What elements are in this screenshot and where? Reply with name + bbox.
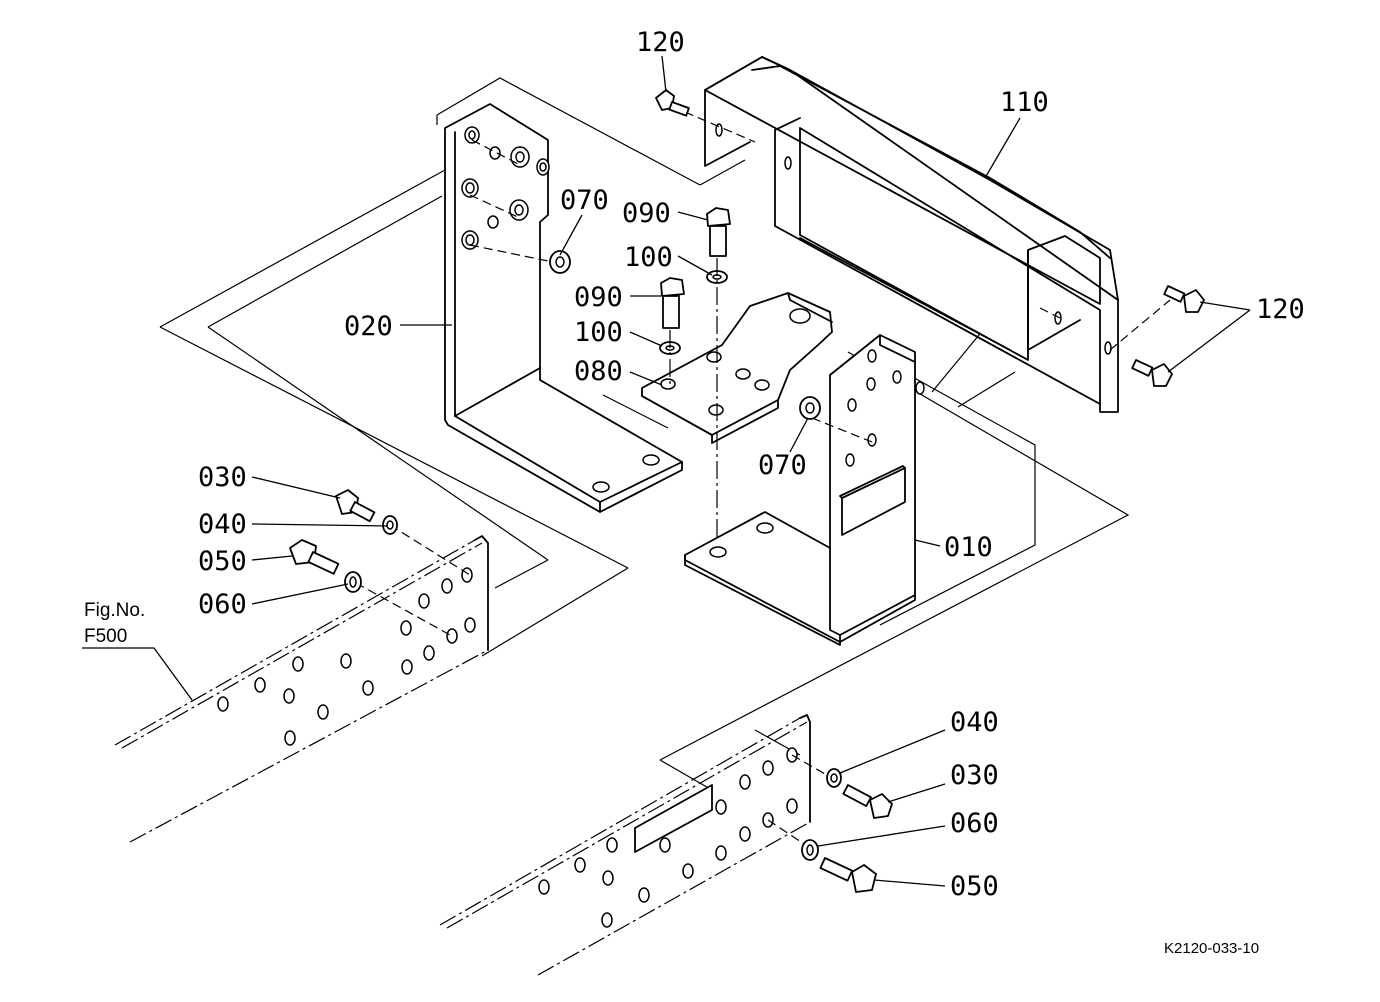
label-070-upper: 070 — [560, 185, 609, 216]
label-060-left: 060 — [198, 589, 247, 620]
washer-040-left — [382, 515, 398, 535]
bracket-110 — [684, 56, 1171, 413]
part-labels: 120 110 120 070 090 100 090 100 080 020 … — [198, 27, 1305, 902]
label-040-right: 040 — [950, 707, 999, 738]
label-050-left: 050 — [198, 546, 247, 577]
washer-060-right — [801, 839, 819, 861]
frame-rail-left — [114, 524, 489, 843]
frame-rail-right — [439, 714, 833, 976]
label-120-right: 120 — [1256, 294, 1305, 325]
drawing-code: K2120-033-10 — [1164, 940, 1259, 957]
washer-040-right — [826, 768, 842, 788]
label-050-right: 050 — [950, 871, 999, 902]
label-040-left: 040 — [198, 509, 247, 540]
label-030-left: 030 — [198, 462, 247, 493]
bolt-090-upper — [706, 207, 731, 257]
screw-120-right-upper — [1163, 285, 1205, 313]
label-100-lower: 100 — [574, 317, 623, 348]
bracket-020 — [444, 103, 683, 513]
label-090-upper: 090 — [622, 198, 671, 229]
fig-ref-line2: F500 — [84, 626, 127, 647]
label-090-lower: 090 — [574, 282, 623, 313]
washer-060-left — [344, 571, 362, 593]
label-020: 020 — [344, 311, 393, 342]
leader-lines — [82, 55, 1251, 887]
label-070-lower: 070 — [758, 450, 807, 481]
plate-080 — [641, 292, 833, 444]
bolt-030-left — [335, 489, 376, 523]
label-010: 010 — [944, 532, 993, 563]
label-100-upper: 100 — [624, 242, 673, 273]
label-030-right: 030 — [950, 760, 999, 791]
bolt-030-right — [842, 784, 893, 819]
label-080: 080 — [574, 356, 623, 387]
bolt-090-lower — [660, 277, 685, 329]
bracket-010 — [684, 334, 925, 646]
fig-ref-line1: Fig.No. — [84, 600, 145, 621]
label-060-right: 060 — [950, 808, 999, 839]
assembly-frame-lines — [159, 77, 1130, 791]
bolt-050-right — [819, 857, 877, 893]
nut-070-upper — [549, 250, 571, 274]
label-110: 110 — [1000, 87, 1049, 118]
screw-120-right-lower — [1131, 359, 1173, 387]
nut-070-lower — [799, 396, 821, 420]
label-120-top: 120 — [636, 27, 685, 58]
screw-120-top — [655, 89, 690, 117]
fig-reference: Fig.No. F500 — [84, 600, 145, 647]
bolt-050-left — [289, 539, 340, 575]
